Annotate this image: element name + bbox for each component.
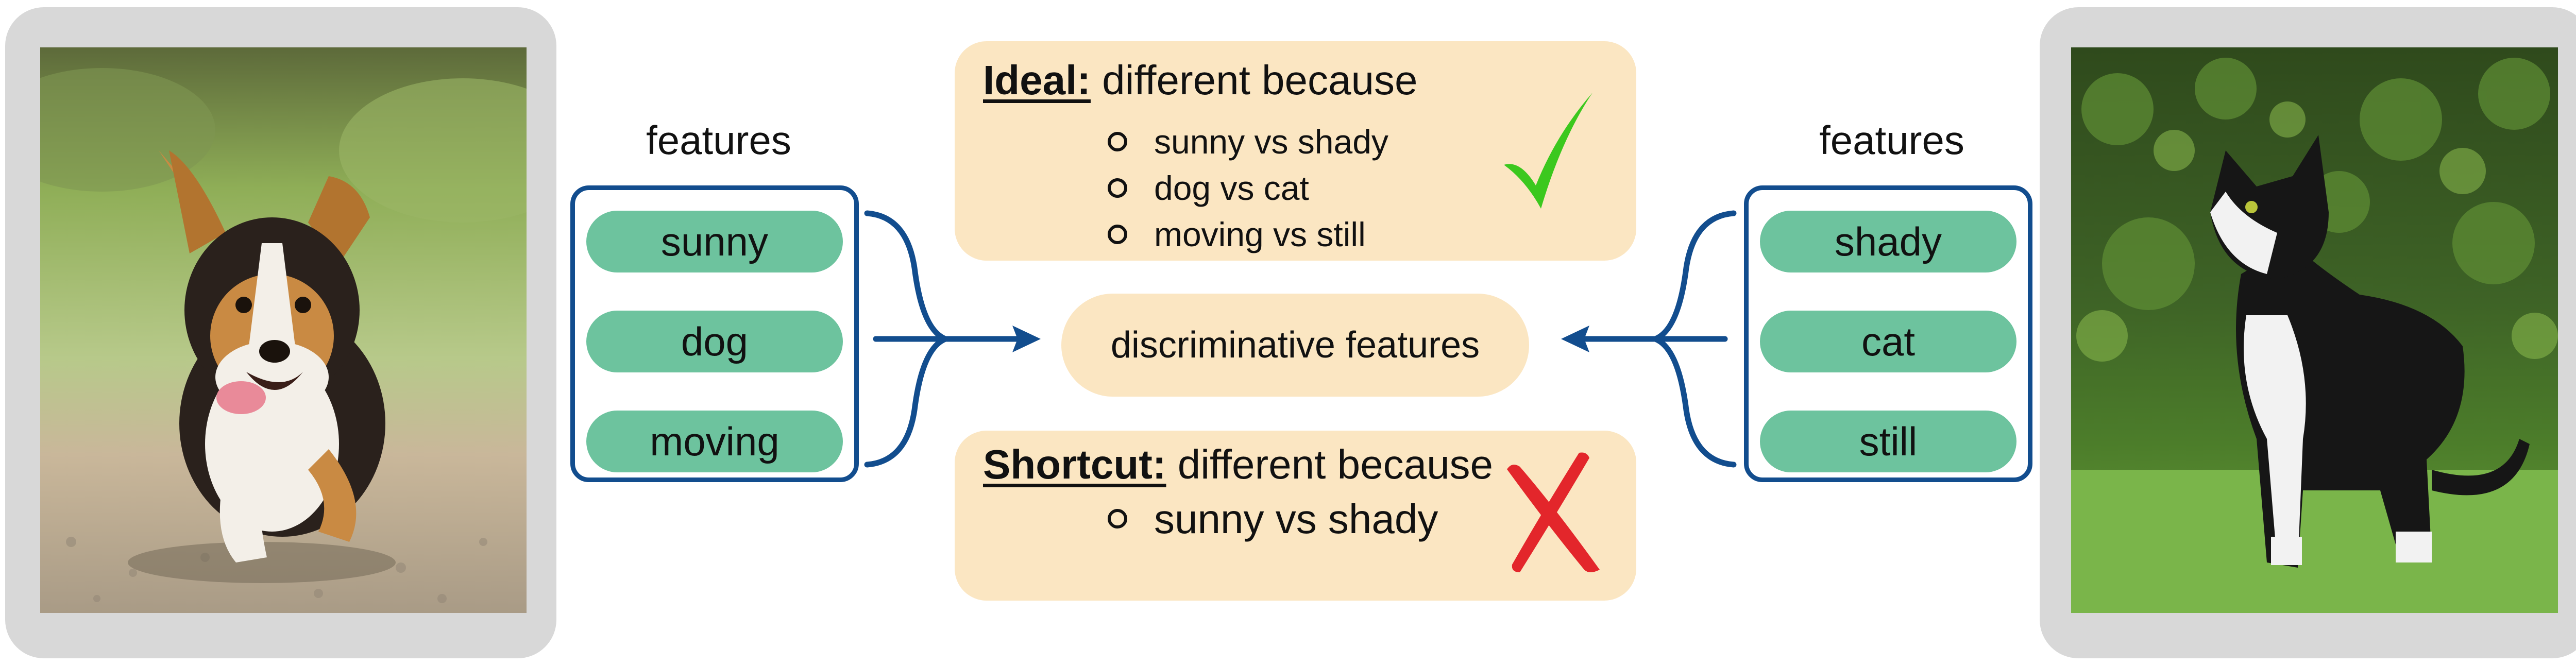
shortcut-heading-text: different because [1166, 441, 1494, 487]
cross-icon [1507, 452, 1600, 572]
list-item: dog vs cat [1108, 165, 1388, 211]
feature-pill-moving: moving [586, 411, 843, 472]
checkmark-icon [1504, 93, 1592, 209]
right-brace [1652, 210, 1737, 468]
ideal-heading: Ideal: different because [983, 57, 1417, 104]
ideal-keyword: Ideal: [983, 57, 1091, 103]
discriminative-features-pill: discriminative features [1061, 294, 1529, 397]
right-features-box: shady cat still [1744, 185, 2032, 482]
left-features-box: sunny dog moving [570, 185, 859, 482]
feature-pill-still: still [1760, 411, 2016, 472]
shortcut-panel: Shortcut: different because sunny vs sha… [955, 431, 1636, 601]
feature-pill-cat: cat [1760, 311, 2016, 372]
ideal-reasons: sunny vs shady dog vs cat moving vs stil… [1108, 118, 1388, 258]
ideal-panel: Ideal: different because sunny vs shady … [955, 41, 1636, 261]
cat-photo [2071, 47, 2558, 613]
left-brace [864, 210, 948, 468]
feature-pill-sunny: sunny [586, 211, 843, 272]
shortcut-keyword: Shortcut: [983, 441, 1166, 487]
ideal-heading-text: different because [1090, 57, 1418, 103]
feature-pill-dog: dog [586, 311, 843, 372]
feature-pill-shady: shady [1760, 211, 2016, 272]
shortcut-reasons: sunny vs shady [1108, 493, 1438, 545]
left-arrowhead [1012, 326, 1041, 352]
list-item: moving vs still [1108, 211, 1388, 258]
dog-photo [40, 47, 527, 613]
right-features-title: features [1819, 117, 1964, 163]
list-item: sunny vs shady [1108, 118, 1388, 165]
right-arrowhead [1561, 326, 1589, 352]
shortcut-heading: Shortcut: different because [983, 441, 1493, 488]
list-item: sunny vs shady [1108, 493, 1438, 545]
left-features-title: features [646, 117, 791, 163]
